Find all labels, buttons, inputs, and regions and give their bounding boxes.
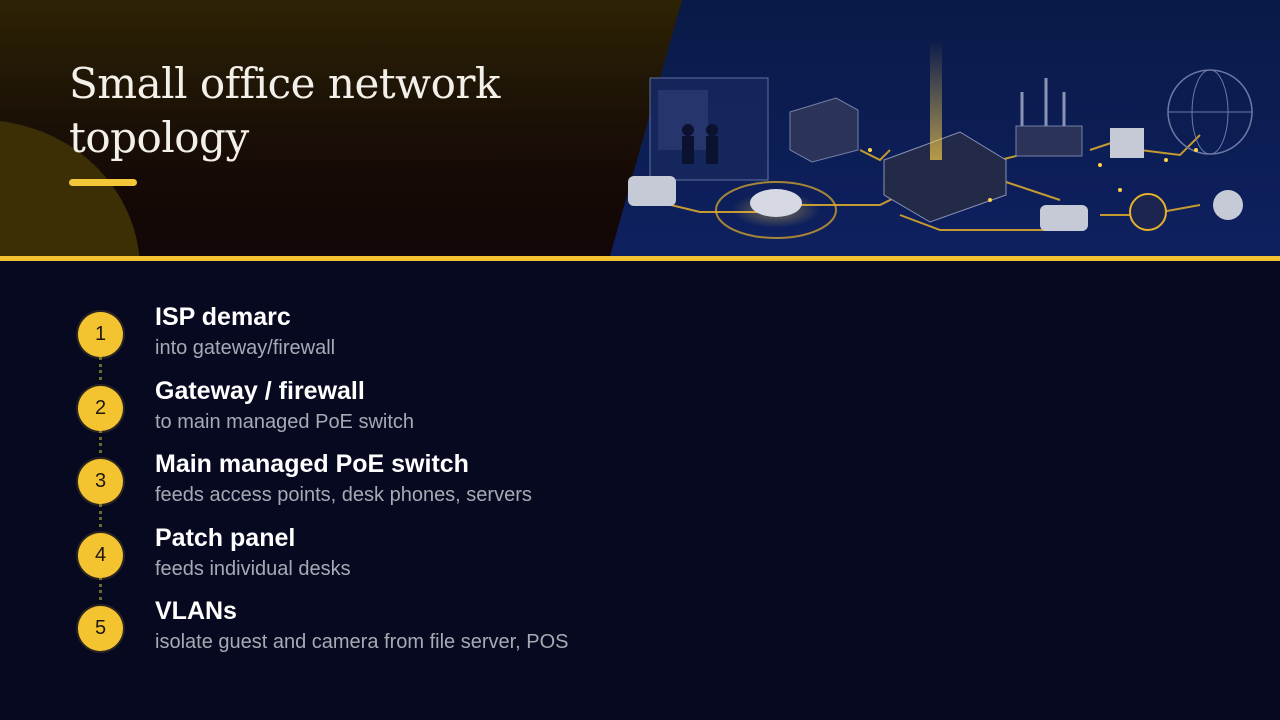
step-connector	[99, 430, 102, 453]
step-connector	[99, 577, 102, 600]
step-description: isolate guest and camera from file serve…	[155, 631, 569, 653]
step-title: ISP demarc	[155, 303, 291, 331]
step-number-badge: 1	[78, 312, 123, 357]
step-number-badge: 4	[78, 533, 123, 578]
header-banner: Small office network topology	[0, 0, 1280, 256]
step-item: 3 Main managed PoE switch feeds access p…	[78, 449, 978, 509]
step-title: Gateway / firewall	[155, 377, 365, 405]
step-connector	[99, 357, 102, 380]
step-item: 2 Gateway / firewall to main managed PoE…	[78, 376, 978, 436]
step-item: 4 Patch panel feeds individual desks	[78, 523, 978, 583]
step-description: to main managed PoE switch	[155, 411, 415, 433]
step-number-badge: 5	[78, 606, 123, 651]
step-title: Patch panel	[155, 524, 296, 552]
header-divider	[0, 256, 1280, 261]
step-number-badge: 2	[78, 386, 123, 431]
step-connector	[99, 504, 102, 527]
step-title: Main managed PoE switch	[155, 450, 469, 478]
step-description: into gateway/firewall	[155, 337, 336, 359]
step-title: VLANs	[155, 597, 237, 625]
page-title: Small office network topology	[69, 59, 500, 162]
step-description: feeds individual desks	[155, 558, 351, 580]
title-underline	[69, 179, 137, 186]
step-description: feeds access points, desk phones, server…	[155, 484, 532, 506]
step-number-badge: 3	[78, 459, 123, 504]
network-illustration	[610, 0, 1280, 256]
step-item: 5 VLANs isolate guest and camera from fi…	[78, 596, 978, 656]
step-item: 1 ISP demarc into gateway/firewall	[78, 302, 978, 362]
